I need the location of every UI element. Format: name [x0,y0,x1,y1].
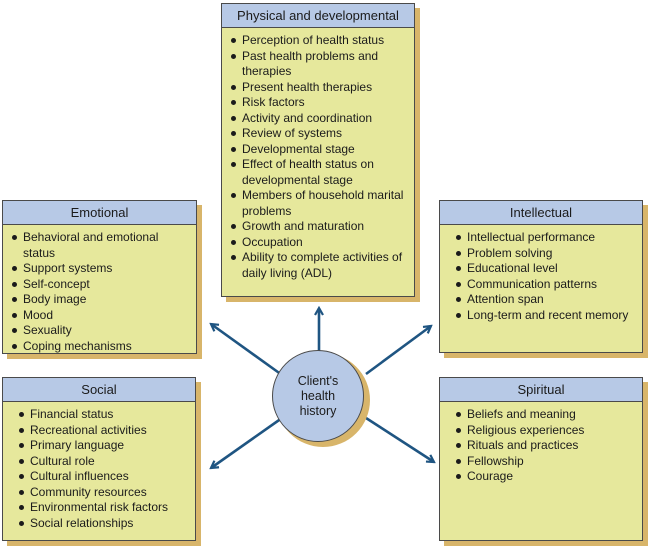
emotional-box: Emotional Behavioral and emotional statu… [2,200,197,354]
list-item: Behavioral and emotional status [12,230,190,261]
list-item: Body image [12,292,190,308]
list-item: Effect of health status on developmental… [231,157,408,188]
list-item: Courage [456,469,636,485]
social-list: Financial status Recreational activities… [3,402,195,535]
list-item: Beliefs and meaning [456,407,636,423]
list-item: Intellectual performance [456,230,636,246]
list-item: Mood [12,308,190,324]
list-item: Fellowship [456,454,636,470]
emotional-list: Behavioral and emotional status Support … [3,225,196,358]
list-item: Social relationships [19,516,189,532]
social-title: Social [3,378,195,402]
list-item: Ability to complete activities of daily … [231,250,408,281]
spiritual-box: Spiritual Beliefs and meaning Religious … [439,377,643,541]
list-item: Self-concept [12,277,190,293]
list-item: Developmental stage [231,142,408,158]
intellectual-title: Intellectual [440,201,642,225]
list-item: Communication patterns [456,277,636,293]
emotional-title: Emotional [3,201,196,225]
list-item: Religious experiences [456,423,636,439]
list-item: Perception of health status [231,33,408,49]
list-item: Attention span [456,292,636,308]
list-item: Environmental risk factors [19,500,189,516]
list-item: Members of household marital problems [231,188,408,219]
list-item: Recreational activities [19,423,189,439]
list-item: Problem solving [456,246,636,262]
list-item: Coping mechanisms [12,339,190,355]
intellectual-list: Intellectual performance Problem solving… [440,225,642,327]
list-item: Risk factors [231,95,408,111]
spiritual-list: Beliefs and meaning Religious experience… [440,402,642,489]
center-circle: Client's health history [272,350,364,442]
list-item: Cultural role [19,454,189,470]
list-item: Growth and maturation [231,219,408,235]
arrow-to-social [211,416,283,468]
social-box: Social Financial status Recreational act… [2,377,196,541]
list-item: Past health problems and therapies [231,49,408,80]
physical-developmental-title: Physical and developmental [222,4,414,28]
arrow-to-emotional [211,324,283,377]
list-item: Rituals and practices [456,438,636,454]
list-item: Community resources [19,485,189,501]
physical-developmental-box: Physical and developmental Perception of… [221,3,415,297]
spiritual-title: Spiritual [440,378,642,402]
list-item: Sexuality [12,323,190,339]
list-item: Present health therapies [231,80,408,96]
list-item: Financial status [19,407,189,423]
list-item: Activity and coordination [231,111,408,127]
intellectual-box: Intellectual Intellectual performance Pr… [439,200,643,353]
list-item: Long-term and recent memory [456,308,636,324]
arrow-to-spiritual [365,416,434,462]
list-item: Educational level [456,261,636,277]
arrow-to-intellectual [365,326,431,376]
list-item: Review of systems [231,126,408,142]
center-label: Client's health history [297,373,339,418]
list-item: Occupation [231,235,408,251]
list-item: Support systems [12,261,190,277]
physical-developmental-list: Perception of health status Past health … [222,28,414,285]
list-item: Primary language [19,438,189,454]
list-item: Cultural influences [19,469,189,485]
